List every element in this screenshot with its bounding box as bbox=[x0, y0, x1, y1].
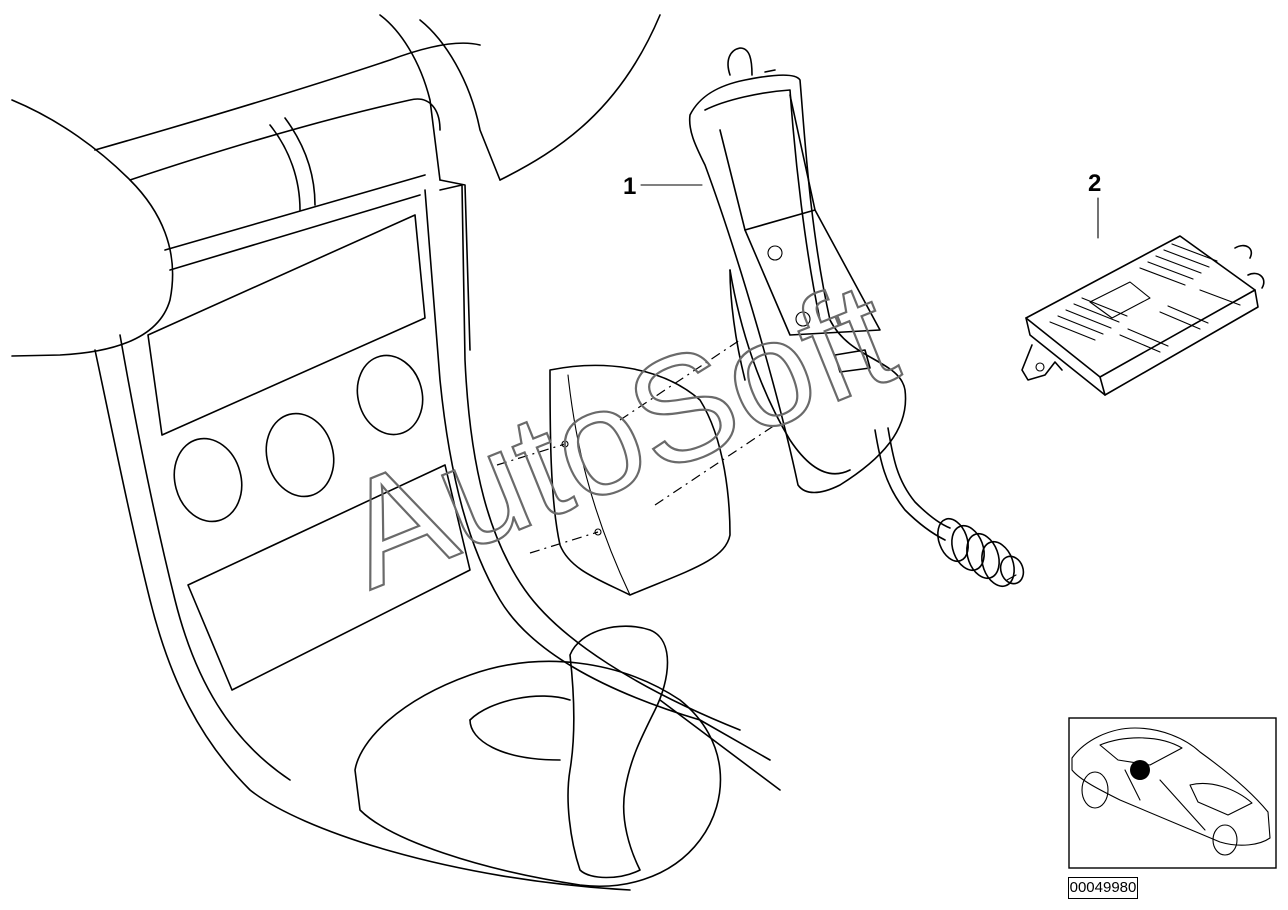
callout-1: 1 bbox=[623, 173, 703, 200]
mounting-bracket-drawing-icon bbox=[496, 339, 776, 596]
phone-cradle-drawing-icon bbox=[688, 47, 1025, 588]
watermark-text: AutoSoft bbox=[319, 248, 915, 619]
callout-2-label: 2 bbox=[1088, 170, 1101, 197]
dashboard-console-drawing-icon bbox=[11, 14, 781, 891]
callout-2: 2 bbox=[1088, 170, 1101, 239]
car-location-thumbnail-icon bbox=[1068, 717, 1277, 869]
reference-number: 00049980 bbox=[1068, 877, 1138, 899]
callout-1-label: 1 bbox=[623, 173, 636, 200]
location-marker-icon bbox=[1130, 760, 1150, 780]
control-module-drawing-icon bbox=[1021, 235, 1265, 396]
